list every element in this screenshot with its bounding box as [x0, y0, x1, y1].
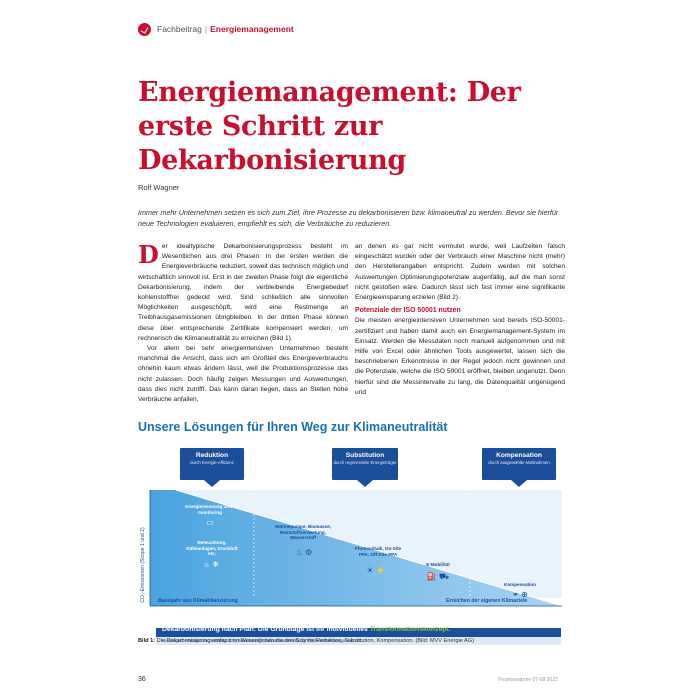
phase-kompensation: Kompensation durch ausgewählte Maßnahmen — [482, 448, 556, 487]
baseline-left-label: Basisjahr aus Klimabilanzierung — [158, 598, 238, 604]
figure-title: Unsere Lösungen für Ihren Weg zur Kliman… — [138, 420, 448, 434]
paragraph-3: an denen es gar nicht vermutet wurde, we… — [355, 243, 565, 302]
phase-subtitle: durch regenerative Energieträger — [333, 460, 397, 465]
figure-caption: Bild 1: Die Dekarbonisierung umfasst im … — [138, 638, 474, 644]
baseline-right-label: Erreichen der eigenen Klimaziele — [446, 598, 528, 604]
article-lead: Immer mehr Unternehmen setzen es sich zu… — [138, 208, 559, 228]
banner-bar — [156, 628, 561, 637]
label-emobilitaet: E-Mobilität — [426, 562, 450, 567]
label-waermepumpe: Wärmepumpe, Biomasse, Reststoffverwertun… — [275, 524, 331, 541]
phase-title: Reduktion — [195, 452, 229, 459]
label-kompensation: Kompensation — [504, 582, 536, 587]
paragraph-1: er idealtypische Dekarbonisierungsprozes… — [138, 243, 348, 342]
phase-reduktion: Reduktion durch Energie-effizienz — [180, 448, 244, 487]
heatpump-icon: ♨ ⚙ — [295, 548, 313, 557]
compensation-icon: ⚭ ⊕ — [512, 590, 528, 599]
emission-curve-area — [150, 490, 562, 606]
solar-icon: ☀ ⚡ — [366, 566, 386, 575]
footer-publication: Prozesswärme 07-08 2023 — [498, 677, 558, 683]
monitor-icon: ▭ — [206, 518, 214, 527]
banner-text: Dekarbonisierung nach Plan: Die Grundlag… — [162, 626, 451, 633]
header-topic: Energiemanagement — [210, 24, 294, 34]
phase-subtitle: durch ausgewählte Maßnahmen — [488, 460, 550, 465]
figure-diagram: Reduktion durch Energie-effizienz Substi… — [136, 448, 566, 645]
header-category: Fachbeitrag — [157, 24, 202, 34]
paragraph-4: Die meisten energieintensiven Unternehme… — [355, 317, 565, 396]
banner-sub-text: Leistungen: Strategische Beratung, CO₂-B… — [162, 637, 363, 643]
banner-sub-bar — [156, 637, 561, 645]
phase-title: Substitution — [345, 452, 385, 459]
header-separator: | — [204, 24, 208, 34]
light-cold-icon: ☼ ❄ — [202, 560, 220, 569]
label-energiemessung: Energiemessung und -monitoring — [185, 504, 235, 515]
page-number: 36 — [138, 676, 146, 683]
phase-substitution: Substitution durch regenerative Energiet… — [332, 448, 398, 487]
label-beleuchtung: Beleuchtung, Kälteanlagen, Druckluft etc… — [186, 540, 238, 557]
brand-logo-icon — [138, 22, 151, 36]
section-heading: Potenziale der ISO 50001 nutzen — [355, 307, 461, 315]
emobility-icon: ⛽ ⛟ — [426, 572, 450, 581]
phase-title: Kompensation — [496, 452, 542, 459]
paragraph-2: Vor allem bei sehr energieintensiven Unt… — [138, 345, 348, 404]
article-title: Energiemanagement: Der erste Schritt zur… — [138, 77, 521, 176]
emission-curve-line — [175, 489, 563, 607]
phase-subtitle: durch Energie-effizienz — [190, 460, 234, 465]
text-column-left: D er idealtypische Dekarbonisierungsproz… — [138, 242, 348, 405]
dropcap: D — [138, 240, 159, 269]
y-axis-label: CO₂-Emissionen (Scope 1 und 2) — [140, 527, 146, 603]
text-column-right: an denen es gar nicht vermutet wurde, we… — [355, 242, 565, 398]
figure-graphic — [149, 489, 563, 607]
article-author: Rolf Wagner — [138, 183, 180, 192]
page-header: Fachbeitrag | Energiemanagement — [138, 22, 294, 36]
label-photovoltaik: Photovoltaik, On-Site PPA, Off-Site PPA — [354, 546, 402, 557]
